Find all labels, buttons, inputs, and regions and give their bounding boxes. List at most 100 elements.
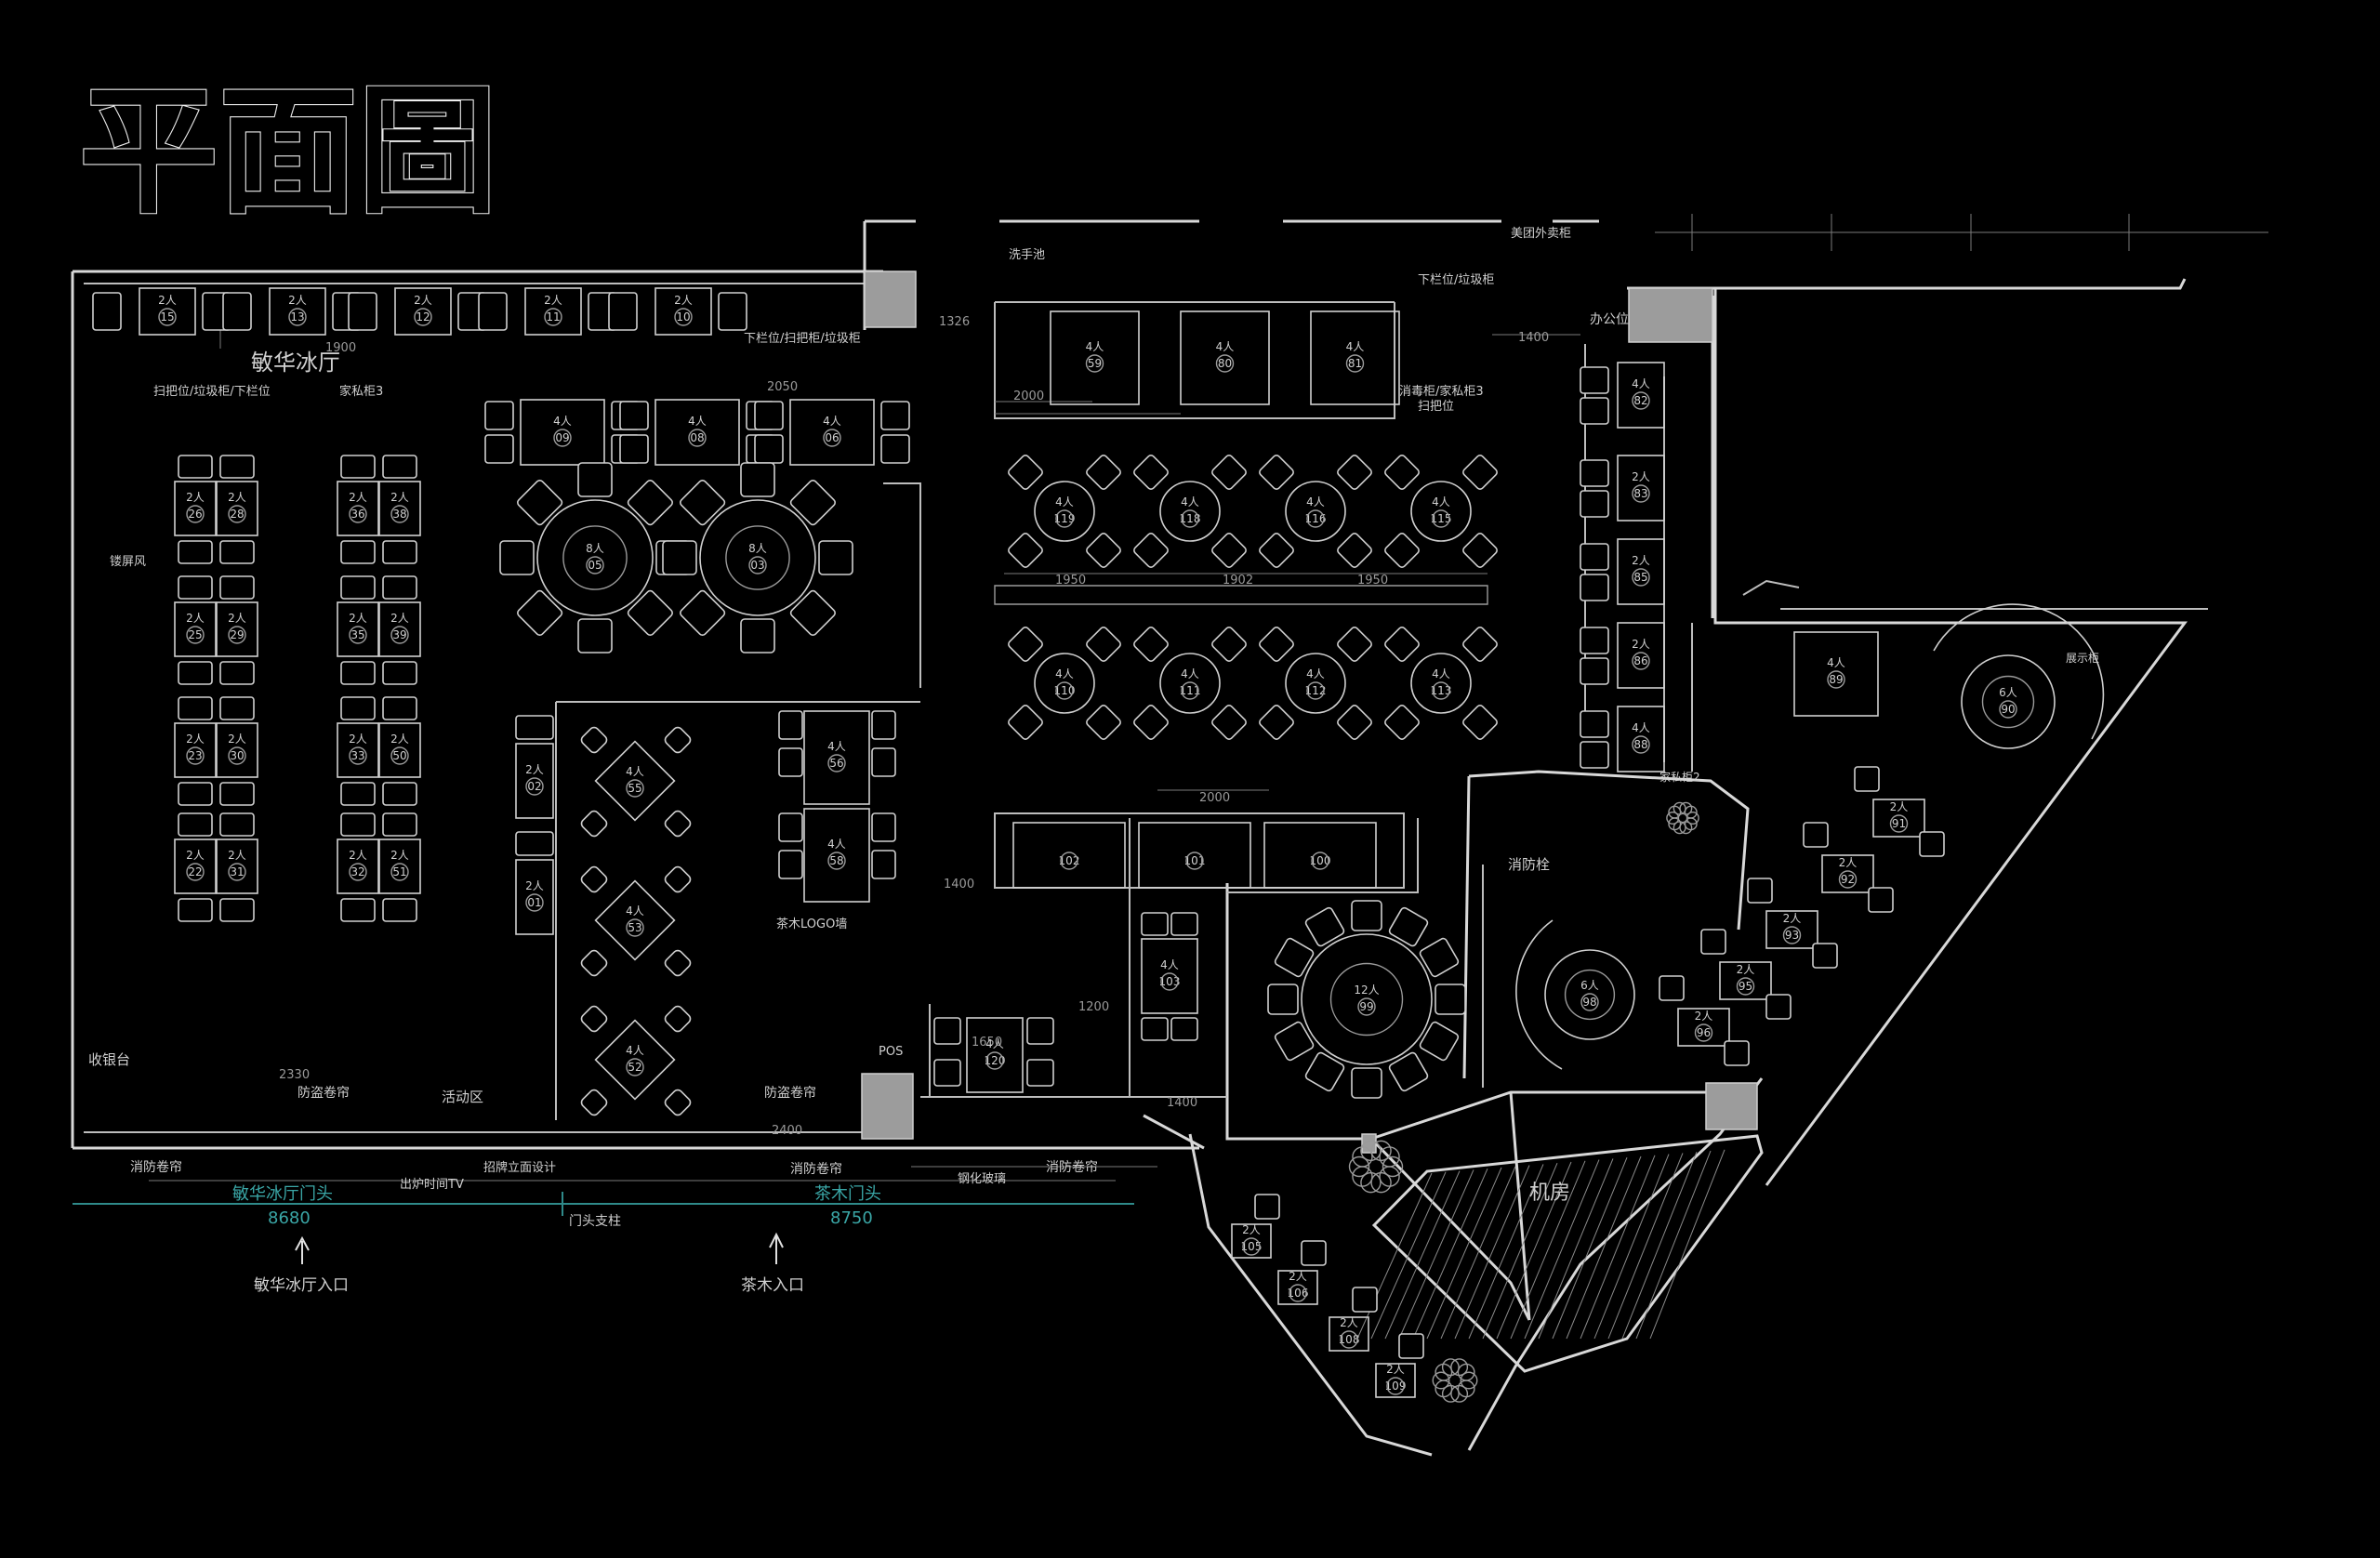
table-top: [1617, 622, 1665, 689]
chair: [1580, 627, 1609, 654]
table-top: [1544, 949, 1635, 1040]
table-capacity: 4人: [1181, 495, 1199, 508]
table-number: 02: [527, 780, 541, 793]
chair: [1008, 705, 1043, 740]
table-top: [515, 743, 554, 819]
chair: [754, 401, 784, 430]
table-number-ring: [390, 746, 409, 765]
chair: [1133, 705, 1169, 740]
table-capacity: 8人: [748, 542, 767, 555]
chair: [178, 661, 213, 685]
chair: [1388, 1051, 1429, 1092]
chair: [1398, 1333, 1424, 1359]
table-number: 89: [1829, 673, 1843, 686]
chair: [1765, 994, 1792, 1020]
table-number-ring: [1736, 977, 1755, 996]
plant-icon: [1441, 1358, 1460, 1377]
chair: [219, 661, 255, 685]
table-capacity: 8人: [586, 542, 604, 555]
table-capacity: 4人: [1055, 495, 1074, 508]
table-number: 08: [690, 431, 704, 444]
chair: [1580, 543, 1609, 571]
table-number-ring: [1432, 681, 1450, 700]
chair: [577, 462, 613, 497]
table-number: 32: [350, 865, 364, 878]
table-top: [216, 601, 258, 657]
table-number-ring: [349, 863, 367, 881]
lazy-susan: [1564, 969, 1616, 1021]
table[interactable]: 100: [1263, 822, 1377, 889]
table-capacity: 2人: [186, 491, 205, 504]
table-number: 13: [290, 310, 304, 323]
table[interactable]: 102: [1012, 822, 1126, 889]
hatch-line: [1468, 1164, 1544, 1340]
table[interactable]: 101: [1138, 822, 1251, 889]
chair: [1919, 831, 1945, 857]
